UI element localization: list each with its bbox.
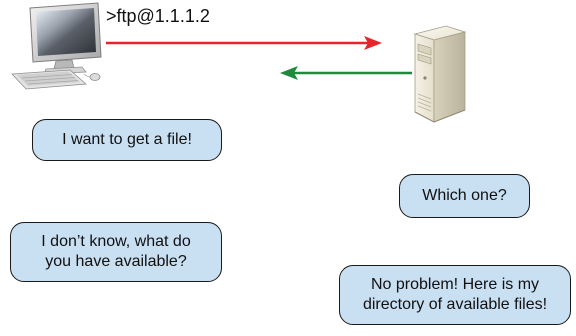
client-reply-bubble: I don’t know, what do you have available… bbox=[10, 222, 222, 282]
client-request-bubble: I want to get a file! bbox=[32, 119, 222, 161]
tower-server-icon bbox=[413, 25, 467, 123]
response-arrow bbox=[280, 66, 412, 80]
ftp-command-label: >ftp@1.1.1.2 bbox=[106, 6, 210, 26]
request-arrow bbox=[106, 36, 382, 50]
server-reply-bubble: No problem! Here is my directory of avai… bbox=[339, 265, 571, 325]
desktop-computer-icon bbox=[11, 2, 102, 90]
server-question-bubble: Which one? bbox=[399, 174, 530, 218]
